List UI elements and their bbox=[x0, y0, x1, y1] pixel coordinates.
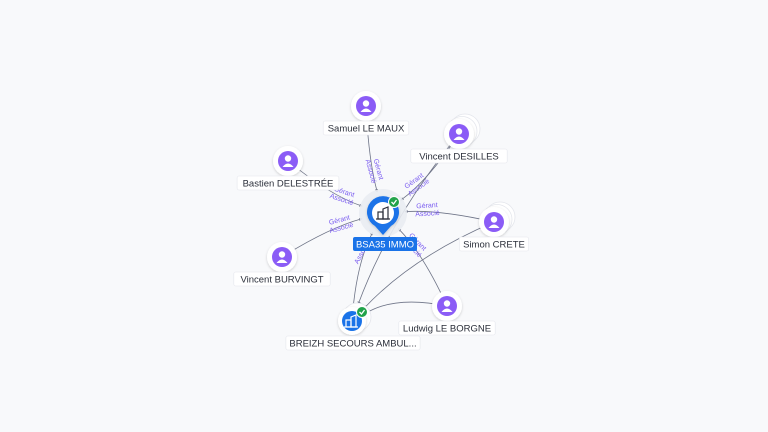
node-label: Simon CRETE bbox=[463, 239, 525, 250]
verified-check-icon bbox=[388, 196, 400, 208]
node-label: BREIZH SECOURS AMBUL... bbox=[289, 338, 416, 349]
node-label: Samuel LE MAUX bbox=[328, 123, 405, 134]
person-node-ludwig[interactable]: Ludwig LE BORGNE bbox=[398, 291, 496, 336]
edge-label: Gérant bbox=[416, 202, 438, 210]
person-icon bbox=[449, 124, 469, 144]
person-icon bbox=[437, 296, 457, 316]
person-node-vincent-b[interactable]: Vincent BURVINGT bbox=[233, 242, 331, 287]
node-label: Vincent DESILLES bbox=[419, 151, 499, 162]
person-node-samuel[interactable]: Samuel LE MAUX bbox=[322, 91, 410, 136]
node-label: BSA35 IMMO bbox=[356, 239, 414, 250]
node-label: Bastien DELESTRÉE bbox=[243, 178, 334, 189]
person-icon bbox=[272, 247, 292, 267]
building-icon bbox=[344, 314, 358, 328]
node-label: Ludwig LE BORGNE bbox=[403, 323, 491, 334]
verified-check-icon bbox=[356, 306, 368, 318]
person-icon bbox=[484, 212, 504, 232]
person-node-simon[interactable]: Simon CRETE bbox=[458, 201, 529, 252]
center-company-node[interactable]: BSA35 IMMO bbox=[353, 189, 417, 251]
person-node-vincent-d[interactable]: Vincent DESILLES bbox=[410, 113, 508, 164]
edge-label: Associé bbox=[415, 210, 440, 219]
node-label: Vincent BURVINGT bbox=[240, 274, 323, 285]
building-icon bbox=[376, 206, 390, 220]
person-node-bastien[interactable]: Bastien DELESTRÉE bbox=[236, 146, 340, 191]
nodes-layer: Samuel LE MAUX Vincent DESILLES Bastien DE… bbox=[233, 91, 529, 351]
person-icon bbox=[356, 96, 376, 116]
person-icon bbox=[278, 151, 298, 171]
edge-simon-breizh bbox=[363, 221, 495, 309]
company-node-breizh[interactable]: BREIZH SECOURS AMBUL... bbox=[285, 302, 421, 351]
